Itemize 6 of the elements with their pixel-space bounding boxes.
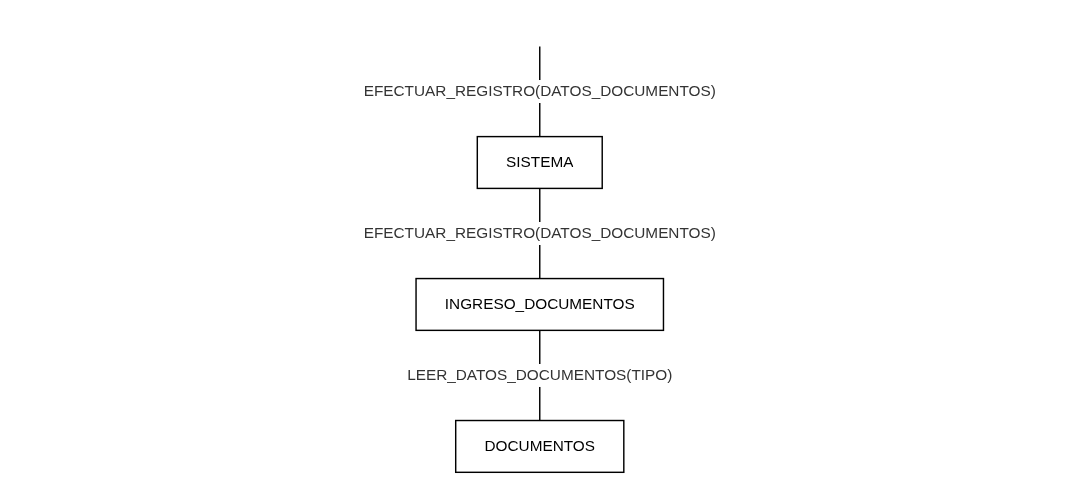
edge-label: LEER_DATOS_DOCUMENTOS(TIPO) xyxy=(407,366,673,383)
edge-label: EFECTUAR_REGISTRO(DATOS_DOCUMENTOS) xyxy=(363,82,717,99)
edge-label: EFECTUAR_REGISTRO(DATOS_DOCUMENTOS) xyxy=(363,224,717,241)
node-box: SISTEMA xyxy=(476,135,604,189)
node-box: INGRESO_DOCUMENTOS xyxy=(415,277,665,331)
node-box: DOCUMENTOS xyxy=(455,419,625,473)
